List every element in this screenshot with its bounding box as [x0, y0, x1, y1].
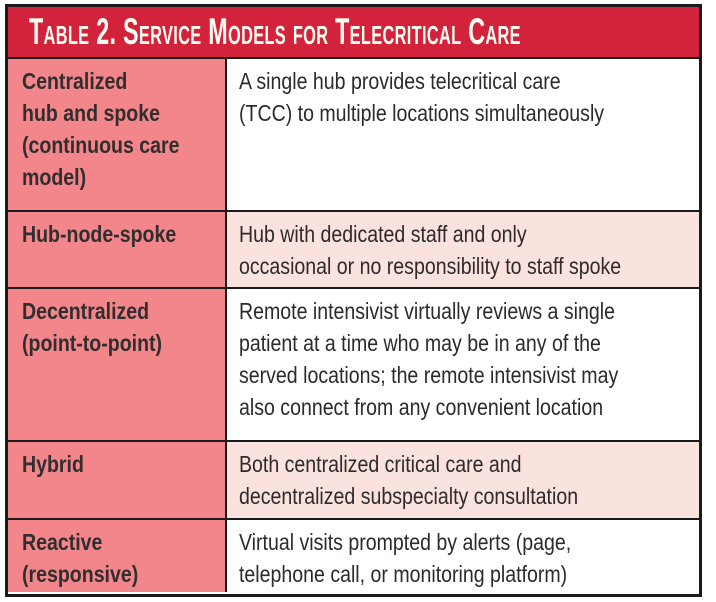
description-text: Virtual visits prompted by alerts (page,…	[239, 529, 572, 587]
row-hub-node-spoke-description-cell: Hub with dedicated staff and only occasi…	[227, 212, 699, 289]
row-hub-node-spoke-term-cell: Hub-node-spoke	[8, 212, 227, 289]
term-text: Centralized hub and spoke (continuous ca…	[22, 68, 180, 190]
table-title-bar: Table 2. Service Models for Telecritical…	[8, 7, 699, 59]
description-text: Remote intensivist virtually reviews a s…	[239, 298, 619, 420]
row-centralized-description-cell: A single hub provides telecritical care …	[227, 59, 699, 212]
row-decentralized-term-cell: Decentralized (point-to-point)	[8, 289, 227, 442]
description-text: Hub with dedicated staff and only occasi…	[239, 221, 622, 279]
table-body: Centralized hub and spoke (continuous ca…	[8, 59, 699, 592]
row-reactive-description-cell: Virtual visits prompted by alerts (page,…	[227, 520, 699, 592]
row-centralized-term-cell: Centralized hub and spoke (continuous ca…	[8, 59, 227, 212]
table-title: Table 2. Service Models for Telecritical…	[29, 11, 521, 52]
row-decentralized-description-cell: Remote intensivist virtually reviews a s…	[227, 289, 699, 442]
description-text: Both centralized critical care and decen…	[239, 451, 579, 509]
description-text: A single hub provides telecritical care …	[239, 68, 605, 126]
term-text: Decentralized (point-to-point)	[22, 298, 163, 356]
term-text: Hub-node-spoke	[22, 221, 177, 247]
row-hybrid-term-cell: Hybrid	[8, 442, 227, 520]
term-text: Reactive (responsive)	[22, 529, 139, 587]
term-text: Hybrid	[22, 451, 84, 477]
row-reactive-term-cell: Reactive (responsive)	[8, 520, 227, 592]
row-hybrid-description-cell: Both centralized critical care and decen…	[227, 442, 699, 520]
service-models-table: Table 2. Service Models for Telecritical…	[5, 4, 702, 597]
